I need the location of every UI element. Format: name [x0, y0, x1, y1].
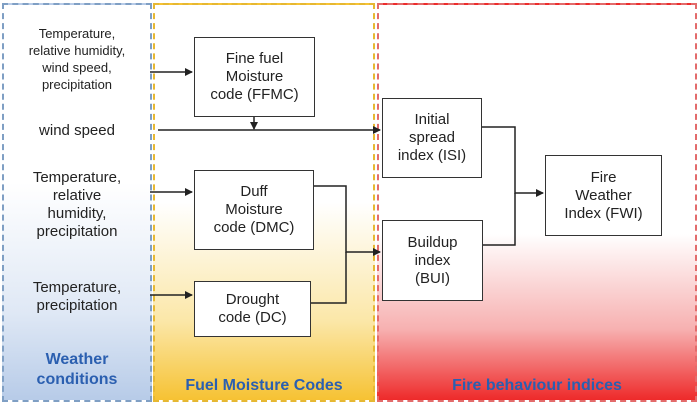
dc-box: Drought code (DC)	[194, 281, 311, 337]
arrow-dmc-to-bui	[314, 185, 381, 256]
line-dc-to-bui	[311, 252, 347, 304]
fwi-box: Fire Weather Index (FWI)	[545, 155, 662, 236]
isi-wind-speed-input: wind speed	[39, 122, 115, 139]
dc-weather-inputs: Temperature, precipitation	[32, 279, 122, 314]
dmc-box: Duff Moisture code (DMC)	[194, 170, 314, 250]
dmc-weather-inputs: Temperature, relative humidity, precipit…	[32, 169, 122, 240]
ffmc-box: Fine fuel Moisture code (FFMC)	[194, 37, 315, 117]
line-bui-to-fwi	[483, 193, 516, 246]
arrow-isi-to-fwi	[482, 126, 544, 197]
ffmc-weather-inputs: Temperature, relative humidity, wind spe…	[28, 26, 126, 92]
fire-behaviour-indices-label: Fire behaviour indices	[452, 377, 622, 394]
weather-conditions-label: Weather conditions	[36, 351, 118, 388]
isi-box: Initial spread index (ISI)	[382, 98, 482, 178]
bui-box: Buildup index (BUI)	[382, 220, 483, 301]
fuel-moisture-codes-label: Fuel Moisture Codes	[185, 377, 343, 394]
weather-conditions-panel	[2, 3, 152, 402]
